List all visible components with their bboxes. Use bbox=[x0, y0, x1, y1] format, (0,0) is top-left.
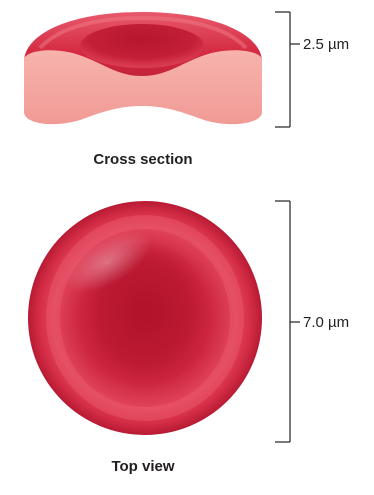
top-view-bracket bbox=[275, 201, 300, 442]
cross-section-dimple bbox=[80, 24, 204, 68]
top-view-dimension-label: 7.0 µm bbox=[303, 314, 349, 331]
cross-section-bracket bbox=[275, 12, 300, 127]
cross-section-caption: Cross section bbox=[0, 151, 286, 168]
top-view-caption: Top view bbox=[0, 458, 286, 475]
cross-section-dimension-label: 2.5 µm bbox=[303, 36, 349, 53]
cross-section-cell bbox=[24, 12, 262, 124]
top-view-cell bbox=[28, 201, 262, 435]
